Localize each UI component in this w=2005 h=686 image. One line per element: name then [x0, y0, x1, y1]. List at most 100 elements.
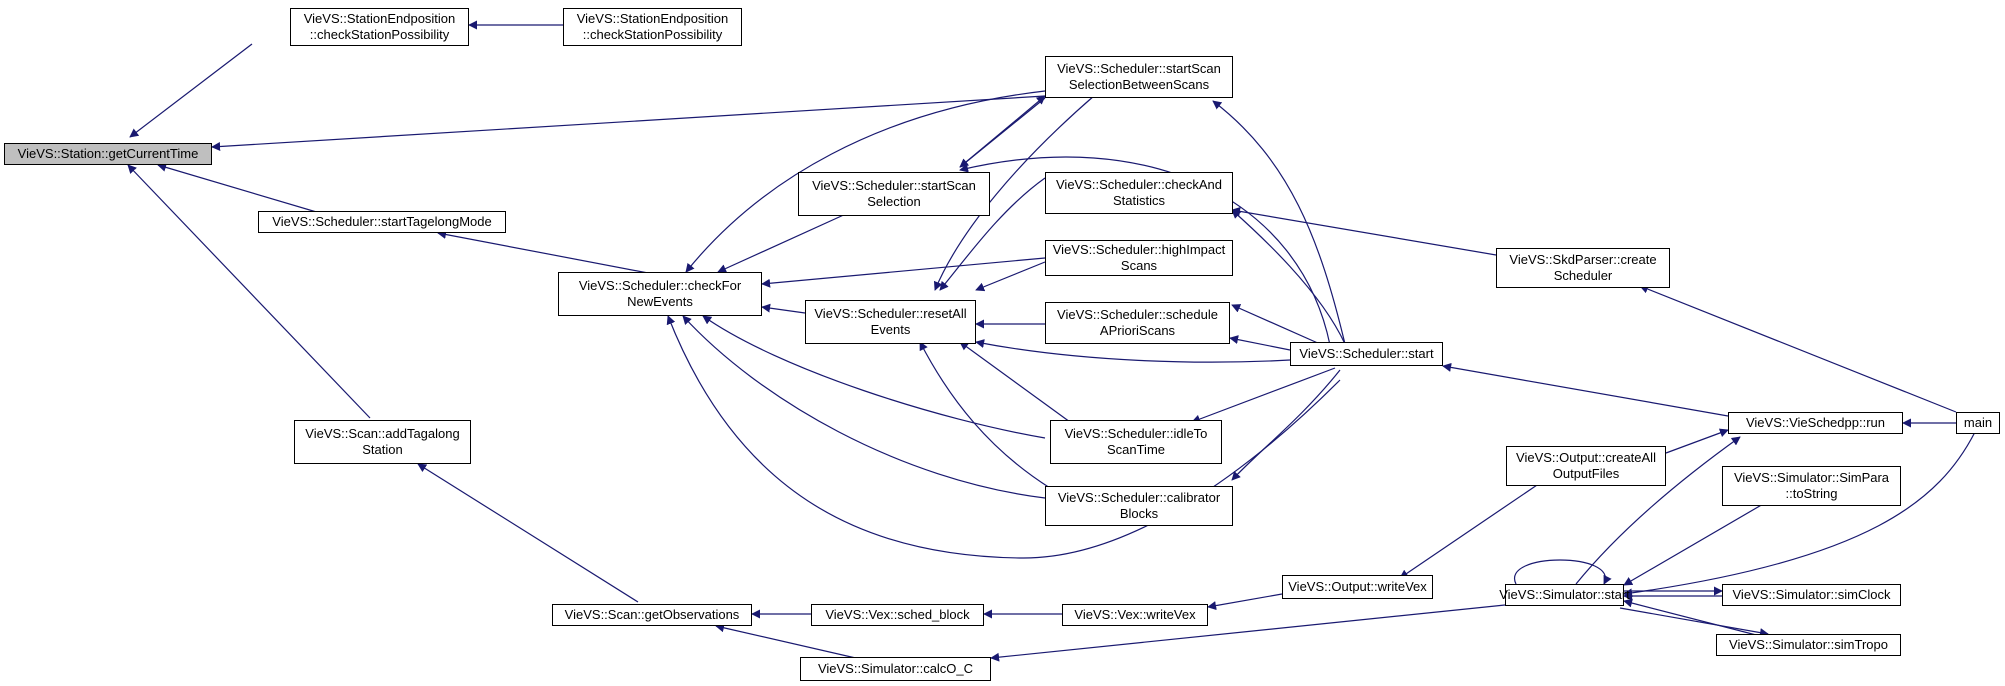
node-label-line: Selection: [867, 194, 921, 209]
edge-simstart-calcoc: [990, 604, 1506, 662]
node-scheduler-start[interactable]: VieVS::Scheduler::start: [1290, 342, 1443, 366]
edge-cb-cfne: [682, 315, 1046, 499]
node-label-line: ::checkStationPossibility: [309, 27, 450, 42]
node-main[interactable]: main: [1956, 412, 2000, 434]
node-label-line: VieVS::Station::getCurrentTime: [17, 146, 199, 161]
node-label-line: VieVS::Scheduler::startScan: [812, 178, 976, 193]
node-label-line: VieVS::Scheduler::resetAll: [814, 306, 967, 321]
node-label-line: Scans: [1120, 258, 1158, 273]
node-label-line: Statistics: [1112, 193, 1165, 208]
edge-ssbs-gct: [211, 95, 1046, 151]
node-label-line: VieVS::Scan::addTagalong: [305, 426, 460, 441]
edge-sstart-cfne: [666, 315, 1341, 559]
node-label-line: VieVS::Scheduler::checkFor: [578, 278, 742, 293]
node-label-line: VieVS::Simulator::simTropo: [1729, 637, 1888, 652]
edge-skd-cas: [1231, 206, 1497, 256]
edge-caof-owv: [1399, 482, 1541, 579]
node-starttagelongmode[interactable]: VieVS::Scheduler::startTagelongMode: [258, 211, 506, 233]
edge-sstart-ssbs: [1212, 100, 1346, 345]
node-label-line: VieVS::Scheduler::start: [1299, 346, 1434, 361]
node-label-line: OutputFiles: [1552, 466, 1620, 481]
edge-ssbs-cfne: [685, 90, 1046, 273]
node-label-line: VieVS::Scheduler::calibrator: [1057, 490, 1221, 505]
edge-main-skd: [1639, 284, 1957, 413]
node-label-line: VieVS::Simulator::start: [1499, 587, 1630, 602]
node-stationendposition-checkstationpossibility-caller[interactable]: VieVS::StationEndposition::checkStationP…: [563, 8, 742, 46]
edge-sstart-saps: [1229, 335, 1291, 351]
node-label-line: VieVS::Scheduler::checkAnd: [1056, 177, 1222, 192]
edge-sss-ssbs: [959, 95, 1046, 168]
node-label-line: SelectionBetweenScans: [1068, 77, 1210, 92]
node-stationendposition-checkstationpossibility[interactable]: VieVS::StationEndposition::checkStationP…: [290, 8, 469, 46]
node-label-line: ::toString: [1785, 486, 1838, 501]
edge-run-sstart: [1442, 362, 1729, 417]
edge-sstart-cb: [1231, 369, 1341, 481]
node-vieschedpp-run[interactable]: VieVS::VieSchedpp::run: [1728, 412, 1903, 434]
node-label-line: VieVS::StationEndposition: [576, 11, 729, 26]
edge-owv-wv: [1207, 593, 1283, 611]
edge-cb-rae: [919, 341, 1051, 489]
node-simulator-simpara-tostring[interactable]: VieVS::Simulator::SimPara::toString: [1722, 466, 1901, 506]
node-simulator-start[interactable]: VieVS::Simulator::start: [1499, 584, 1630, 606]
edge-calcoc-gobs: [715, 623, 861, 660]
node-label-line: main: [1963, 415, 1993, 430]
edge-simstart-simtropo: [1619, 607, 1769, 638]
node-label-line: Scheduler: [1553, 268, 1613, 283]
node-label-line: VieVS::Simulator::simClock: [1732, 587, 1891, 602]
node-label-line: VieVS::Output::createAll: [1516, 450, 1656, 465]
edge-its-cfne: [702, 315, 1046, 439]
node-label-line: VieVS::Simulator::calcO_C: [817, 661, 974, 676]
edge-sss-cfne: [717, 212, 849, 273]
node-label-line: Blocks: [1119, 506, 1159, 521]
node-vex-schedblock[interactable]: VieVS::Vex::sched_block: [811, 604, 984, 626]
node-label-line: APrioriScans: [1099, 323, 1176, 338]
edge-sstart-cas: [1231, 209, 1346, 345]
node-getobservations[interactable]: VieVS::Scan::getObservations: [552, 604, 752, 626]
edge-tag-gct: [157, 162, 331, 217]
node-simulator-simclock[interactable]: VieVS::Simulator::simClock: [1722, 584, 1901, 606]
edge-its-rae: [959, 341, 1071, 423]
node-getcurrenttime[interactable]: VieVS::Station::getCurrentTime: [4, 143, 212, 165]
node-label-line: VieVS::StationEndposition: [303, 11, 456, 26]
edge-ats-gct: [127, 164, 371, 419]
edge-sstart-rae: [975, 339, 1291, 363]
node-label-line: VieVS::Scan::getObservations: [564, 607, 740, 622]
node-label-line: Events: [870, 322, 911, 337]
node-label-line: VieVS::Scheduler::schedule: [1057, 307, 1218, 322]
edge-cfne-tag: [437, 230, 649, 274]
edge-ssbs-rae: [933, 94, 1096, 291]
edge-simstart-self: [1513, 559, 1612, 585]
edge-simpara-simstart: [1623, 499, 1771, 586]
node-label-line: ScanTime: [1106, 442, 1166, 457]
node-vex-writevex[interactable]: VieVS::Vex::writeVex: [1062, 604, 1208, 626]
node-label-line: VieVS::Scheduler::highImpact: [1052, 242, 1226, 257]
node-label-line: VieVS::Simulator::SimPara: [1733, 470, 1890, 485]
node-label-line: NewEvents: [627, 294, 693, 309]
node-label-line: VieVS::Scheduler::idleTo: [1064, 426, 1208, 441]
node-simulator-calcoc[interactable]: VieVS::Simulator::calcO_C: [800, 657, 991, 681]
node-label-line: VieVS::Vex::writeVex: [1074, 607, 1196, 622]
edge-main-simstart: [1623, 431, 1976, 598]
node-label-line: ::checkStationPossibility: [582, 27, 723, 42]
node-simulator-simtropo[interactable]: VieVS::Simulator::simTropo: [1716, 634, 1901, 656]
node-label-line: VieVS::Output::writeVex: [1288, 579, 1427, 594]
edge-sstart-his: [1231, 304, 1321, 345]
node-label-line: VieVS::Scheduler::startTagelongMode: [272, 214, 492, 229]
node-output-writevex[interactable]: VieVS::Output::writeVex: [1282, 575, 1433, 599]
edge-sep1-gct: [129, 43, 253, 138]
edge-simstart-run: [1575, 436, 1741, 585]
